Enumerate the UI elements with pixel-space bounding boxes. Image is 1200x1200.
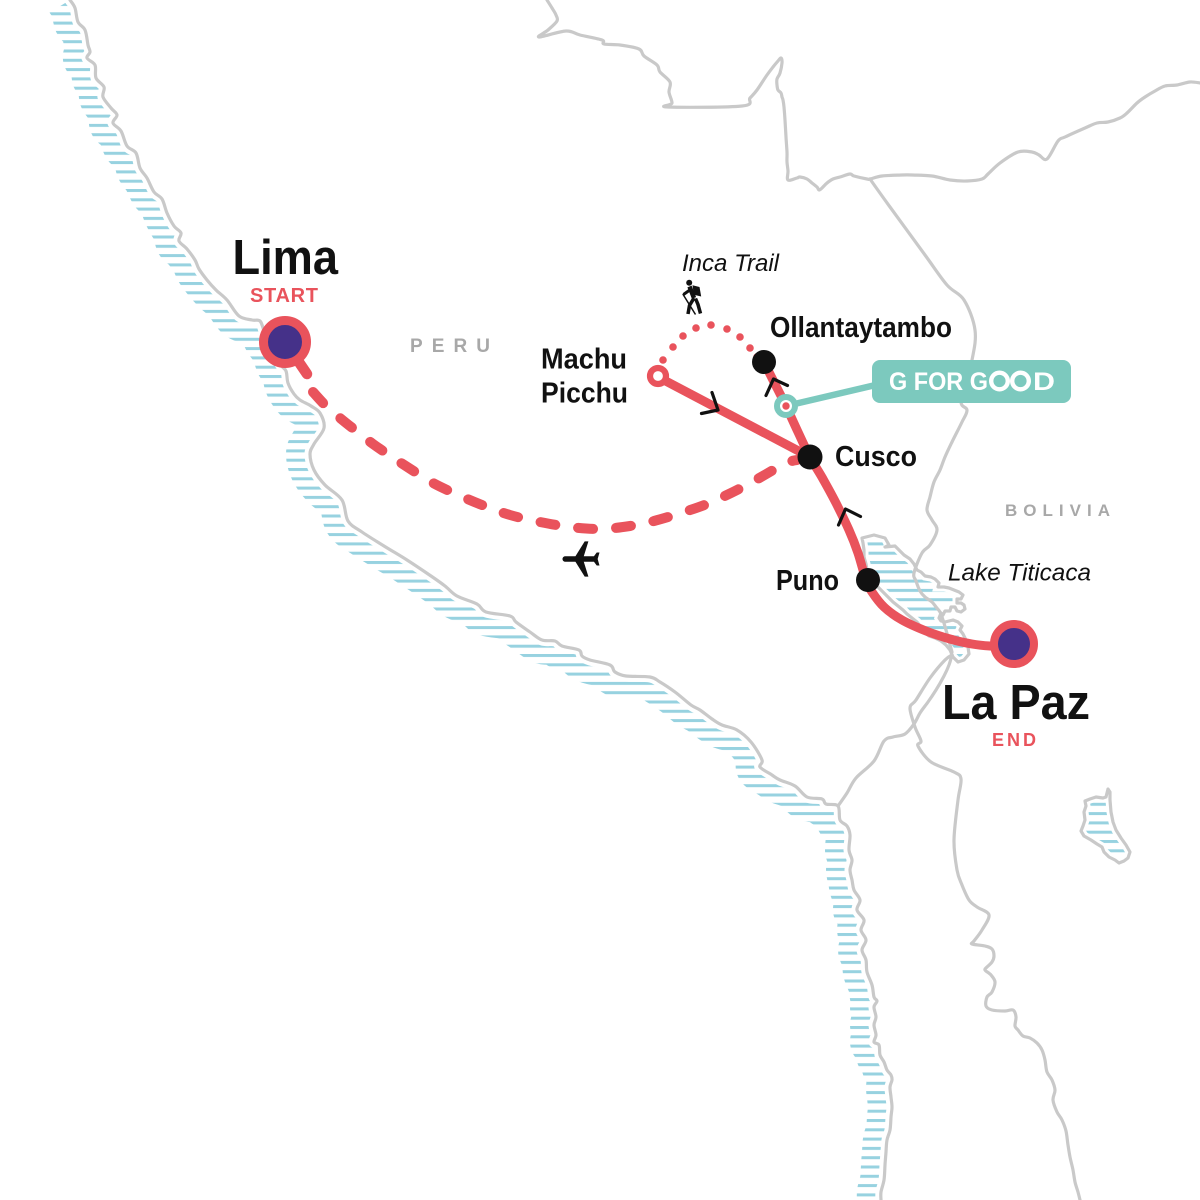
- svg-text:Picchu: Picchu: [541, 378, 628, 410]
- svg-text:La Paz: La Paz: [942, 676, 1090, 730]
- svg-text:D: D: [1033, 368, 1055, 396]
- svg-text:Lima: Lima: [233, 231, 339, 285]
- svg-text:Lake Titicaca: Lake Titicaca: [948, 560, 1091, 587]
- svg-text:Cusco: Cusco: [835, 441, 917, 473]
- svg-text:Puno: Puno: [776, 565, 839, 597]
- svg-text:Inca Trail: Inca Trail: [682, 250, 780, 277]
- svg-text:END: END: [992, 730, 1036, 750]
- svg-text:G FOR G: G FOR G: [889, 368, 988, 396]
- svg-text:Ollantaytambo: Ollantaytambo: [770, 312, 952, 344]
- svg-text:Machu: Machu: [541, 344, 627, 376]
- svg-text:START: START: [250, 285, 318, 307]
